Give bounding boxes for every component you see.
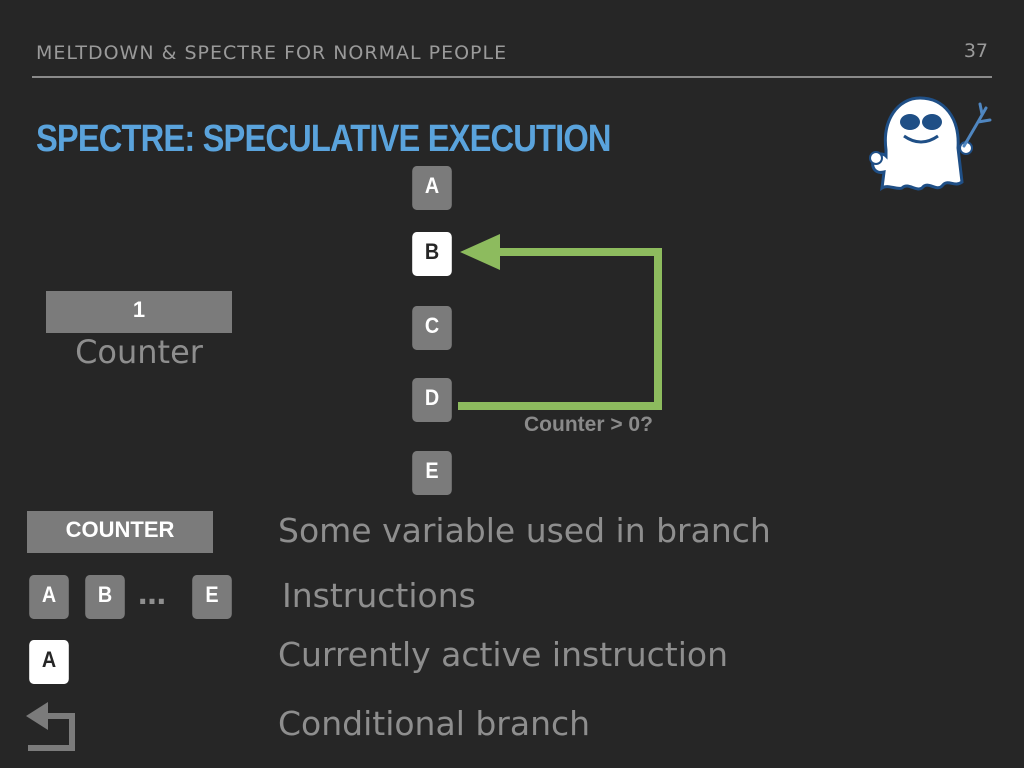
legend-branch-text: Conditional branch: [278, 704, 591, 743]
legend-active-text: Currently active instruction: [278, 635, 728, 674]
return-arrow-icon: [26, 702, 75, 751]
instruction-b-active: B: [412, 232, 452, 276]
legend-instruction-a: A: [29, 575, 69, 619]
header-title: MELTDOWN & SPECTRE FOR NORMAL PEOPLE: [36, 42, 508, 64]
branch-arrow: [458, 234, 662, 410]
legend-active-instruction: A: [29, 640, 69, 684]
branch-condition-label: Counter > 0?: [524, 413, 653, 436]
instruction-c: C: [412, 306, 452, 350]
page-number: 37: [963, 40, 988, 62]
instruction-e: E: [412, 451, 452, 495]
counter-label: Counter: [75, 333, 203, 371]
instruction-d: D: [412, 378, 452, 422]
legend-instructions-text: Instructions: [282, 576, 476, 615]
legend-variable-text: Some variable used in branch: [278, 511, 771, 550]
instruction-a: A: [412, 166, 452, 210]
legend-ellipsis: …: [138, 578, 168, 611]
header-divider: [32, 76, 992, 78]
legend-instruction-e: E: [192, 575, 232, 619]
legend-variable-box: COUNTER: [27, 511, 213, 553]
spectre-ghost-icon: [869, 96, 992, 192]
legend-instruction-b: B: [85, 575, 125, 619]
counter-value-box: 1: [46, 291, 232, 333]
slide-title: SPECTRE: SPECULATIVE EXECUTION: [36, 118, 611, 160]
